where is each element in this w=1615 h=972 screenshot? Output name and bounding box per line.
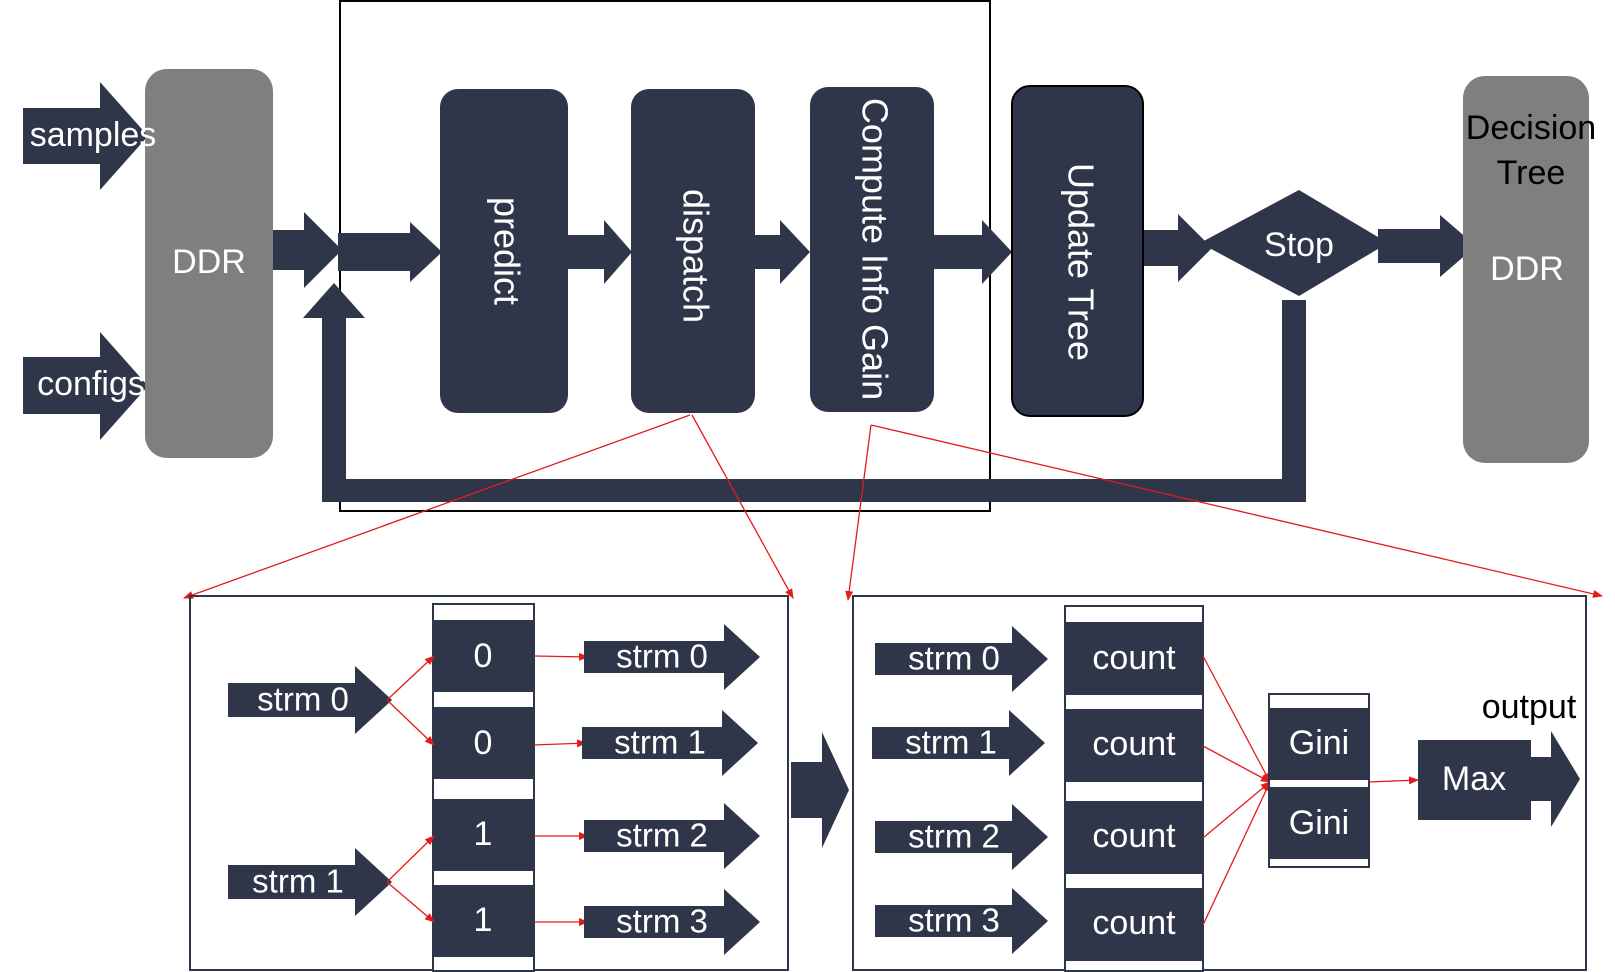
feedback-loop-arrow [303, 283, 1306, 502]
count-to-gini-3 [1202, 781, 1271, 926]
dispatch-input-label-0: strm 0 [257, 681, 349, 718]
dispatch-cell-3 [434, 885, 533, 957]
dispatch-input-arrow-1 [228, 848, 392, 916]
samples-arrow [23, 82, 148, 190]
gain-input-label-2: strm 2 [908, 818, 1000, 855]
max-block [1418, 740, 1531, 820]
count-cell-1 [1066, 709, 1202, 782]
panel-link-arrow [791, 732, 849, 848]
gain-input-label-1: strm 1 [905, 724, 997, 761]
count-label-0: count [1092, 639, 1176, 677]
cell-to-output-1 [533, 739, 587, 748]
dispatch-label: dispatch [675, 189, 716, 323]
dispatch-cell-0-value: 0 [474, 637, 493, 675]
stop-diamond [1200, 190, 1388, 296]
cell-to-output-0 [533, 652, 589, 661]
dispatch-input-arrow-0 [228, 666, 392, 734]
output-label: output [1482, 688, 1577, 726]
count-label-2: count [1092, 817, 1176, 855]
dispatch-input-label-1: strm 1 [252, 863, 344, 900]
stop-label: Stop [1264, 226, 1334, 264]
dispatch-output-arrow-1 [582, 710, 758, 776]
dispatch-output-label-1: strm 1 [614, 724, 706, 761]
count-label-3: count [1092, 904, 1176, 942]
samples-label: samples [30, 116, 157, 154]
gain-detail-panel [852, 595, 1587, 971]
configs-arrow [23, 332, 148, 440]
decision-tree-title-line2: Tree [1497, 154, 1566, 192]
max-label: Max [1442, 760, 1506, 798]
count-cell-2 [1066, 801, 1202, 874]
predict-label: predict [486, 197, 527, 305]
dispatch-cell-0 [434, 620, 533, 692]
update-to-stop-arrow [1144, 214, 1212, 282]
count-cell-0 [1066, 622, 1202, 695]
zoom-line-dispatch-left [183, 414, 691, 599]
update-tree-label: Update Tree [1060, 163, 1101, 361]
gain-input-arrow-0 [875, 626, 1048, 692]
output-arrow [1525, 731, 1580, 827]
configs-label: configs [37, 365, 145, 403]
gain-input-label-3: strm 3 [908, 902, 1000, 939]
dispatch-output-arrow-2 [584, 803, 760, 869]
zoom-line-gain-right [870, 424, 1603, 598]
dispatch-output-arrow-0 [584, 624, 760, 690]
split-arrow-1b [386, 881, 435, 923]
split-arrow-0a [386, 655, 435, 701]
gain-input-arrow-2 [875, 804, 1048, 870]
dispatch-cell-1-value: 0 [474, 724, 493, 762]
zoom-line-gain-left [845, 424, 872, 601]
dispatch-output-arrow-3 [584, 889, 760, 955]
dispatch-cell-3-value: 1 [474, 901, 493, 939]
to-predict-arrow [338, 222, 442, 282]
gain-input-arrow-3 [875, 888, 1048, 954]
dispatch-to-gain-arrow [752, 220, 810, 284]
split-arrow-1a [386, 835, 435, 883]
dispatch-cell-2-value: 1 [474, 815, 493, 853]
update-tree-block [1011, 85, 1144, 417]
count-cell-3 [1066, 888, 1202, 961]
dispatch-output-label-0: strm 0 [616, 638, 708, 675]
split-arrow-0b [386, 699, 435, 746]
gain-to-update-arrow [931, 220, 1012, 284]
compute-info-gain-block [810, 87, 934, 412]
zoom-line-dispatch-right [691, 414, 794, 599]
dispatch-cell-1 [434, 707, 533, 779]
compute-info-gain-label: Compute Info Gain [854, 98, 895, 400]
decision-tree-title-line1: Decision [1466, 109, 1596, 147]
dispatch-block [631, 89, 755, 413]
ddr-output-label: DDR [1490, 250, 1564, 288]
ddr-input-block [145, 69, 273, 458]
ddr-output-block [1463, 76, 1589, 463]
count-label-1: count [1092, 725, 1176, 763]
gain-input-arrow-1 [872, 710, 1045, 776]
count-to-gini-2 [1202, 781, 1271, 839]
predict-to-dispatch-arrow [565, 220, 632, 284]
predict-block [440, 89, 568, 413]
gini-label-1: Gini [1289, 804, 1349, 842]
ddr-to-pipeline-arrow [273, 212, 342, 288]
count-to-gini-0 [1202, 655, 1271, 783]
gini-cell-1 [1270, 787, 1368, 859]
dispatch-cell-2 [434, 799, 533, 871]
dispatch-output-label-3: strm 3 [616, 903, 708, 940]
dispatch-output-label-2: strm 2 [616, 817, 708, 854]
gain-input-label-0: strm 0 [908, 640, 1000, 677]
ddr-input-label: DDR [172, 243, 246, 281]
gini-label-0: Gini [1289, 724, 1349, 762]
gini-to-max [1368, 776, 1419, 785]
gini-cell-0 [1270, 708, 1368, 780]
count-to-gini-1 [1202, 745, 1271, 783]
stop-to-ddr-arrow [1378, 215, 1476, 277]
